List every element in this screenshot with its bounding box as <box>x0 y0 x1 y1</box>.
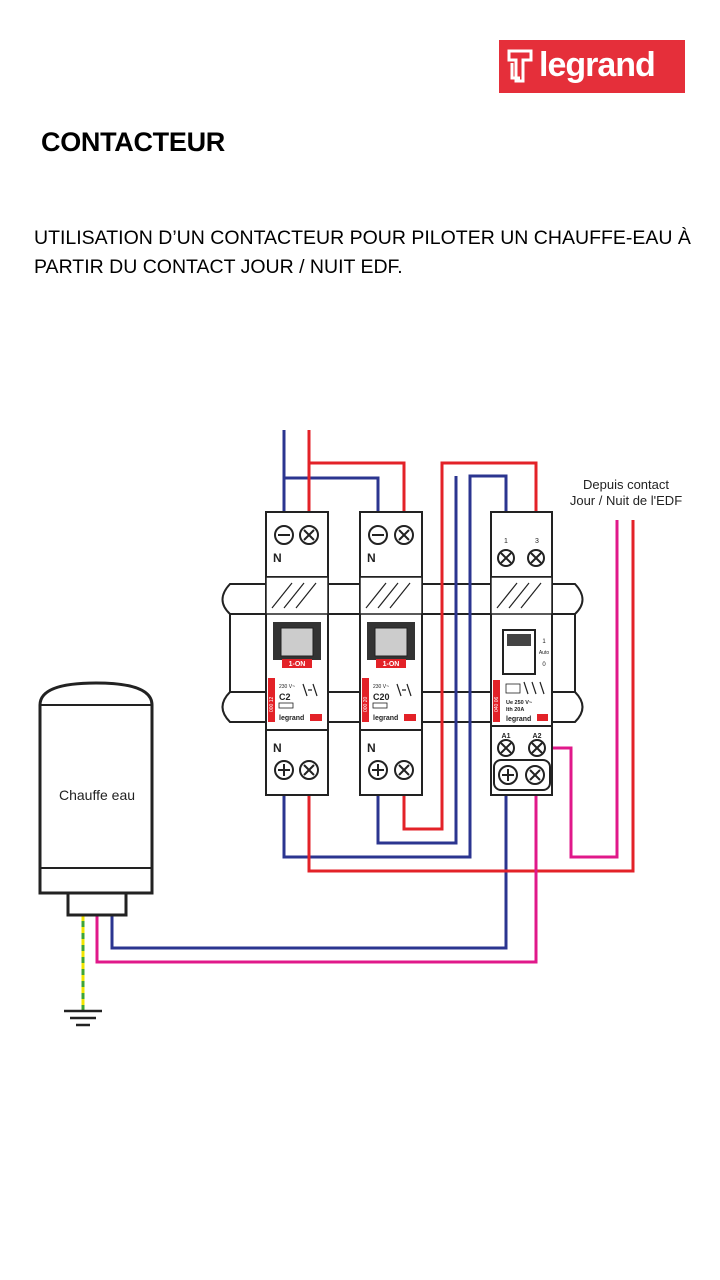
breaker-2-status: 1-ON <box>383 661 400 668</box>
breaker-2: N 1-ON 000 20 230 V~ C20 legrand N <box>359 511 423 796</box>
page-title: CONTACTEUR <box>41 127 225 157</box>
earth-ground-icon <box>64 1009 102 1027</box>
wires <box>81 430 635 1010</box>
contactor: 1 3 1 Auto 0 040 06 Ue 250 V~ Ith 20A le… <box>490 511 553 796</box>
neutral-out-wire-2 <box>376 476 458 845</box>
breaker-1-brand: legrand <box>279 715 304 722</box>
breaker-2-top-terminal: N <box>367 551 376 565</box>
breaker-2-brand: legrand <box>373 715 398 722</box>
legrand-logo: legrand <box>499 40 685 93</box>
contactor-terminal-1: 1 <box>504 538 508 545</box>
phase-out-wire-1 <box>402 461 538 831</box>
source-label-line2: Jour / Nuit de l'EDF <box>570 493 682 508</box>
water-heater-label: Chauffe eau <box>59 787 135 803</box>
breaker-1-reference: 000 12 <box>269 696 275 712</box>
breaker-1-voltage: 230 V~ <box>279 684 295 690</box>
contactor-ue: Ue 250 V~ <box>506 700 532 706</box>
contactor-brand: legrand <box>506 716 531 723</box>
contactor-mode-auto: Auto <box>539 650 550 656</box>
contactor-terminal-3: 3 <box>535 538 539 545</box>
wiring-diagram: Chauffe eau N 1-ON 000 12 230 V~ C2 legr… <box>38 430 682 1027</box>
phase-control-wire <box>307 520 635 873</box>
source-label-line1: Depuis contact <box>583 477 669 492</box>
control-in-wire <box>548 520 619 859</box>
legrand-logo-text: legrand <box>539 46 656 84</box>
neutral-out-wire-1 <box>282 474 508 859</box>
contactor-reference: 040 06 <box>494 696 500 712</box>
contactor-coil-a2: A2 <box>533 733 542 740</box>
contactor-coil-a1: A1 <box>502 733 511 740</box>
breaker-1-rating: C2 <box>279 692 291 702</box>
breaker-2-rating: C20 <box>373 692 390 702</box>
control-heater-wire <box>95 795 538 964</box>
breaker-2-reference: 000 20 <box>363 696 369 712</box>
page-description: UTILISATION D’UN CONTACTEUR POUR PILOTER… <box>34 227 691 278</box>
contactor-mode-0: 0 <box>542 662 546 668</box>
contactor-ith: Ith 20A <box>506 707 524 713</box>
breaker-1-top-terminal: N <box>273 551 282 565</box>
legrand-logo-mark-icon <box>507 49 533 83</box>
breaker-2-voltage: 230 V~ <box>373 684 389 690</box>
breaker-1-status: 1-ON <box>289 661 306 668</box>
breaker-1: N 1-ON 000 12 230 V~ C2 legrand N <box>265 511 329 796</box>
water-heater: Chauffe eau <box>38 681 154 917</box>
breaker-2-bottom-terminal: N <box>367 741 376 755</box>
breaker-1-bottom-terminal: N <box>273 741 282 755</box>
contactor-mode-1: 1 <box>542 639 546 645</box>
phase-bridge-wire <box>309 461 406 512</box>
neutral-bridge-wire <box>284 476 380 512</box>
